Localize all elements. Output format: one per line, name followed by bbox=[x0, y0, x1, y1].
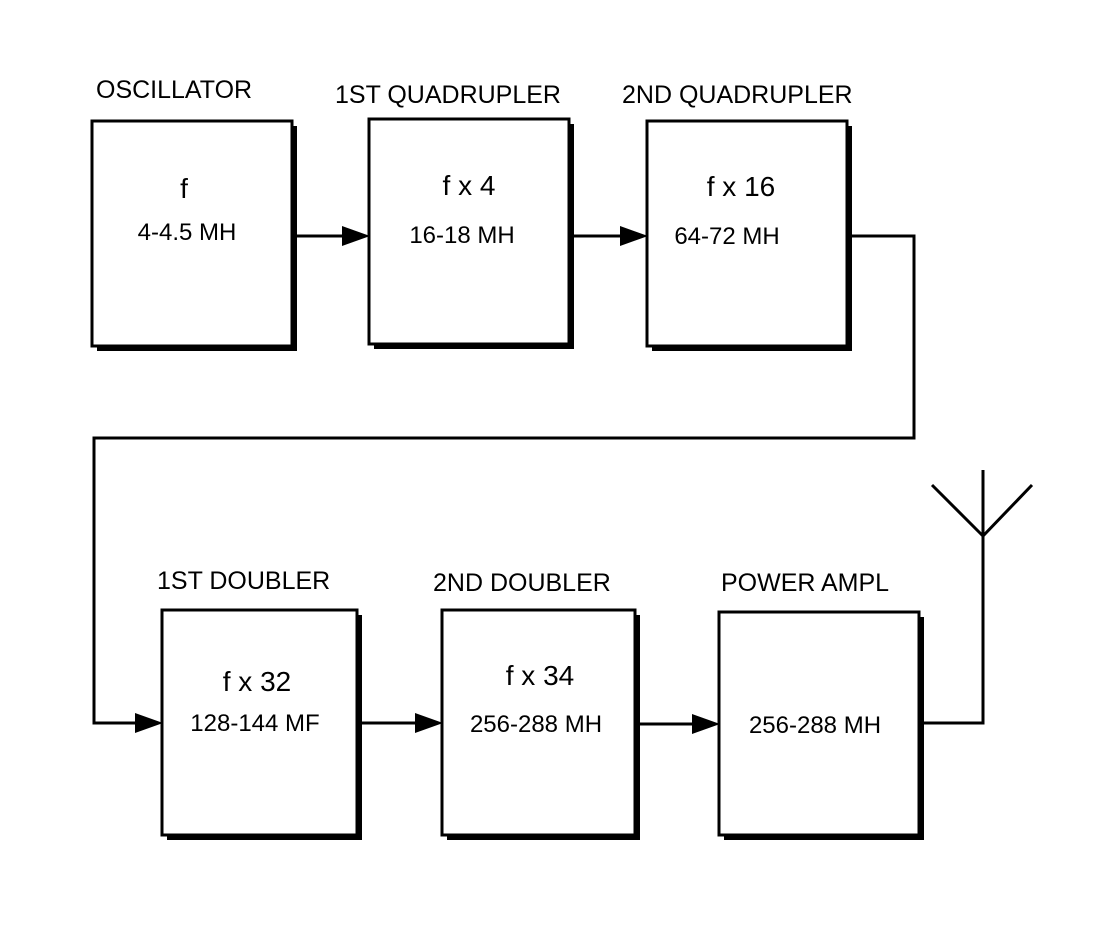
arrow-quad1-to-quad2 bbox=[620, 226, 648, 246]
wire-power-amp-to-antenna bbox=[924, 536, 985, 725]
power-amp-block: 256-288 MH bbox=[717, 610, 924, 840]
quad2-title: 2ND QUADRUPLER bbox=[622, 81, 853, 109]
doubler2-frequency: 256-288 MH bbox=[470, 711, 602, 738]
arrow-doubler2-to-power-amp bbox=[692, 714, 720, 734]
doubler1-title: 1ST DOUBLER bbox=[157, 567, 330, 595]
antenna-icon bbox=[930, 470, 1034, 538]
quad2-function: f x 16 bbox=[707, 171, 775, 202]
oscillator-function: f bbox=[180, 173, 188, 204]
power-amp-title: POWER AMPL bbox=[721, 569, 889, 597]
quad1-title: 1ST QUADRUPLER bbox=[335, 81, 561, 109]
wire-quad2-to-doubler1 bbox=[92, 234, 916, 725]
doubler1-function: f x 32 bbox=[223, 666, 291, 697]
doubler2-block: f x 34 256-288 MH bbox=[440, 608, 640, 840]
signal-path bbox=[92, 226, 985, 734]
arrow-doubler1-to-doubler2 bbox=[415, 713, 443, 733]
quad1-function: f x 4 bbox=[443, 170, 496, 201]
quad1-frequency: 16-18 MH bbox=[409, 222, 514, 249]
quad2-block: f x 16 64-72 MH bbox=[645, 119, 852, 351]
power-amp-frequency: 256-288 MH bbox=[749, 712, 881, 739]
oscillator-frequency: 4-4.5 MH bbox=[138, 219, 237, 246]
oscillator-block: f 4-4.5 MH bbox=[90, 119, 297, 351]
arrow-oscillator-to-quad1 bbox=[342, 226, 370, 246]
doubler1-block: f x 32 128-144 MF bbox=[160, 608, 362, 840]
doubler1-frequency: 128-144 MF bbox=[190, 710, 319, 737]
quad1-block: f x 4 16-18 MH bbox=[367, 117, 574, 349]
arrow-quad2-to-doubler1 bbox=[135, 713, 163, 733]
quad2-frequency: 64-72 MH bbox=[674, 223, 779, 250]
oscillator-title: OSCILLATOR bbox=[96, 76, 252, 104]
doubler2-function: f x 34 bbox=[506, 660, 574, 691]
doubler2-title: 2ND DOUBLER bbox=[433, 569, 611, 597]
